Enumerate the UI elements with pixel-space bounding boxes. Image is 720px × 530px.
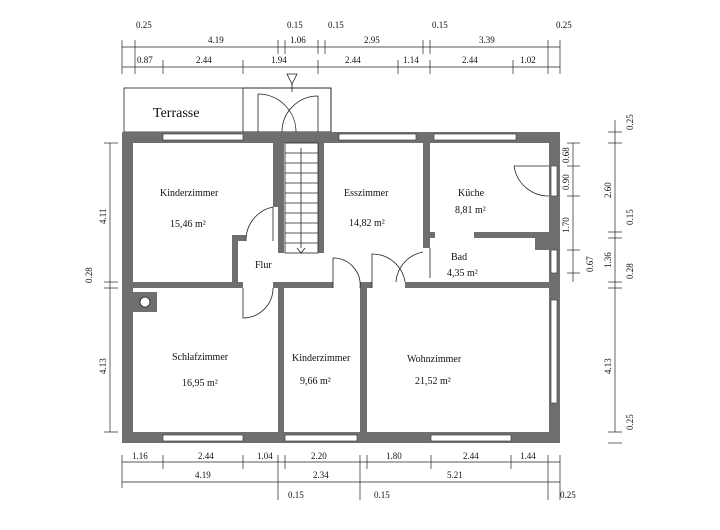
dim-right-outer-2: 2.60 xyxy=(603,182,613,198)
dim-right-outer-4: 1.36 xyxy=(603,252,613,268)
dim-bot3-3: 0.25 xyxy=(560,490,576,500)
area-esszimmer: 14,82 m² xyxy=(349,218,385,229)
area-kinderzimmer-2: 9,66 m² xyxy=(300,376,331,387)
area-schlafzimmer: 16,95 m² xyxy=(182,378,218,389)
dim-bot-7: 1.44 xyxy=(520,451,536,461)
dim-top2-6: 2.44 xyxy=(462,55,478,65)
dim-top-2: 4.19 xyxy=(208,35,224,45)
doors xyxy=(242,165,550,319)
dim-top-6: 2.95 xyxy=(364,35,380,45)
room-wohnzimmer: Wohnzimmer xyxy=(407,354,462,365)
room-kinderzimmer-1: Kinderzimmer xyxy=(160,188,219,199)
room-schlafzimmer: Schlafzimmer xyxy=(172,352,229,363)
dim-left-1: 4.11 xyxy=(98,209,108,224)
dim-bot-5: 1.80 xyxy=(386,451,402,461)
windows xyxy=(162,133,558,442)
dim-top2-5: 1.14 xyxy=(403,55,419,65)
entrance-marker-icon xyxy=(286,73,298,85)
area-kueche: 8,81 m² xyxy=(455,205,486,216)
room-bad: Bad xyxy=(451,252,467,263)
area-bad: 4,35 m² xyxy=(447,268,478,279)
dim-right-outer-5: 0.28 xyxy=(625,263,635,279)
terrace-label: Terrasse xyxy=(153,106,199,121)
dim-top-3: 0.15 xyxy=(287,20,303,30)
dim-left-2: 0.28 xyxy=(84,267,94,283)
dim-top2-7: 1.02 xyxy=(520,55,536,65)
walls xyxy=(122,132,560,443)
left-dimension-chain: 4.11 0.28 4.13 xyxy=(84,142,118,433)
dim-bot-3: 1.04 xyxy=(257,451,273,461)
dim-bot2-1: 4.19 xyxy=(195,470,211,480)
dim-top-5: 0.15 xyxy=(328,20,344,30)
area-wohnzimmer: 21,52 m² xyxy=(415,376,451,387)
dim-left-3: 4.13 xyxy=(98,358,108,374)
dim-right-inner-3: 1.70 xyxy=(561,217,571,233)
right-dimension-chains: 0.68 0.90 1.70 0.67 0.25 2.60 0.15 1.36 … xyxy=(561,114,635,444)
dim-right-inner-4: 0.67 xyxy=(585,256,595,272)
terrace: Terrasse xyxy=(123,73,332,133)
dim-bot2-2: 2.34 xyxy=(313,470,329,480)
dim-top2-2: 2.44 xyxy=(196,55,212,65)
dim-bot3-2: 0.15 xyxy=(374,490,390,500)
dim-right-outer-1: 0.25 xyxy=(625,114,635,130)
bottom-dimension-chains: 1.16 2.44 1.04 2.20 1.80 2.44 1.44 4.19 … xyxy=(121,451,576,500)
dim-top2-4: 2.44 xyxy=(345,55,361,65)
dim-bot-1: 1.16 xyxy=(132,451,148,461)
dim-top-1: 0.25 xyxy=(136,20,152,30)
staircase xyxy=(284,142,319,254)
dim-right-outer-7: 0.25 xyxy=(625,414,635,430)
room-esszimmer: Esszimmer xyxy=(344,188,389,199)
dim-bot-2: 2.44 xyxy=(198,451,214,461)
room-kinderzimmer-2: Kinderzimmer xyxy=(292,353,351,364)
dim-bot-4: 2.20 xyxy=(311,451,327,461)
room-flur: Flur xyxy=(255,260,272,271)
dim-right-outer-6: 4.13 xyxy=(603,358,613,374)
dim-top-8: 3.39 xyxy=(479,35,495,45)
area-kinderzimmer-1: 15,46 m² xyxy=(170,219,206,230)
dim-bot3-1: 0.15 xyxy=(288,490,304,500)
dim-top2-1: 0.87 xyxy=(137,55,153,65)
room-kueche: Küche xyxy=(458,188,485,199)
dim-top-7: 0.15 xyxy=(432,20,448,30)
dim-top-4: 1.06 xyxy=(290,35,306,45)
dim-right-inner-2: 0.90 xyxy=(561,174,571,190)
dim-right-inner-1: 0.68 xyxy=(561,147,571,163)
dim-top-9: 0.25 xyxy=(556,20,572,30)
dim-bot-6: 2.44 xyxy=(463,451,479,461)
dim-bot2-3: 5.21 xyxy=(447,470,463,480)
room-labels: Kinderzimmer 15,46 m² Esszimmer 14,82 m²… xyxy=(160,188,486,389)
top-dimension-chains: 0.25 4.19 0.15 1.06 0.15 2.95 0.15 3.39 … xyxy=(121,20,572,74)
dim-top2-3: 1.94 xyxy=(271,55,287,65)
dim-right-outer-3: 0.15 xyxy=(625,209,635,225)
